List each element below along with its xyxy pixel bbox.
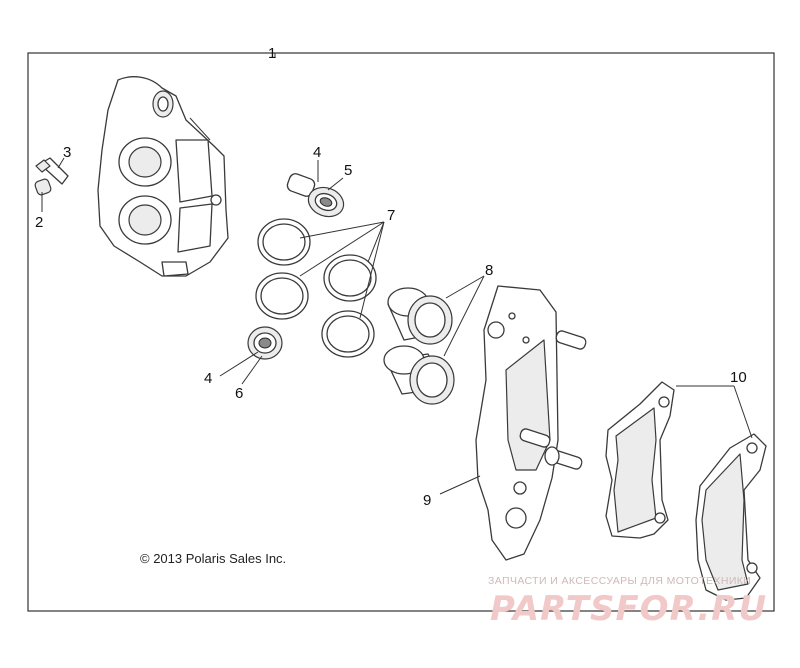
caliper-bracket (475, 285, 587, 561)
callout-9: 9 (423, 492, 431, 509)
brake-pad-outer (695, 433, 767, 601)
caliper-body (97, 76, 229, 277)
watermark-tagline: ЗАПЧАСТИ И АКСЕССУАРЫ ДЛЯ МОТОТЕХНИКИ (488, 575, 751, 587)
caliper-pistons (383, 287, 455, 405)
o-ring-seals (255, 218, 377, 358)
piston-assembly-bottom (247, 326, 283, 360)
callout-6: 6 (235, 385, 243, 402)
callout-7: 7 (387, 207, 395, 224)
callout-4-top: 4 (313, 144, 321, 161)
bleeder-cap (34, 178, 52, 196)
callout-1: 1 (268, 45, 276, 62)
callout-10: 10 (730, 369, 747, 386)
piston-assembly-top (286, 173, 345, 218)
bleeder-screw (35, 157, 69, 185)
callout-2: 2 (35, 214, 43, 231)
callout-8: 8 (485, 262, 493, 279)
callout-5: 5 (344, 162, 352, 179)
brake-pad-inner (605, 381, 675, 539)
leader-lines (41, 53, 753, 495)
callout-4-bottom: 4 (204, 370, 212, 387)
watermark-brand: PARTSFOR.RU (490, 589, 767, 629)
callout-3: 3 (63, 144, 71, 161)
diagram-frame (27, 52, 775, 612)
copyright-notice: © 2013 Polaris Sales Inc. (140, 551, 286, 566)
